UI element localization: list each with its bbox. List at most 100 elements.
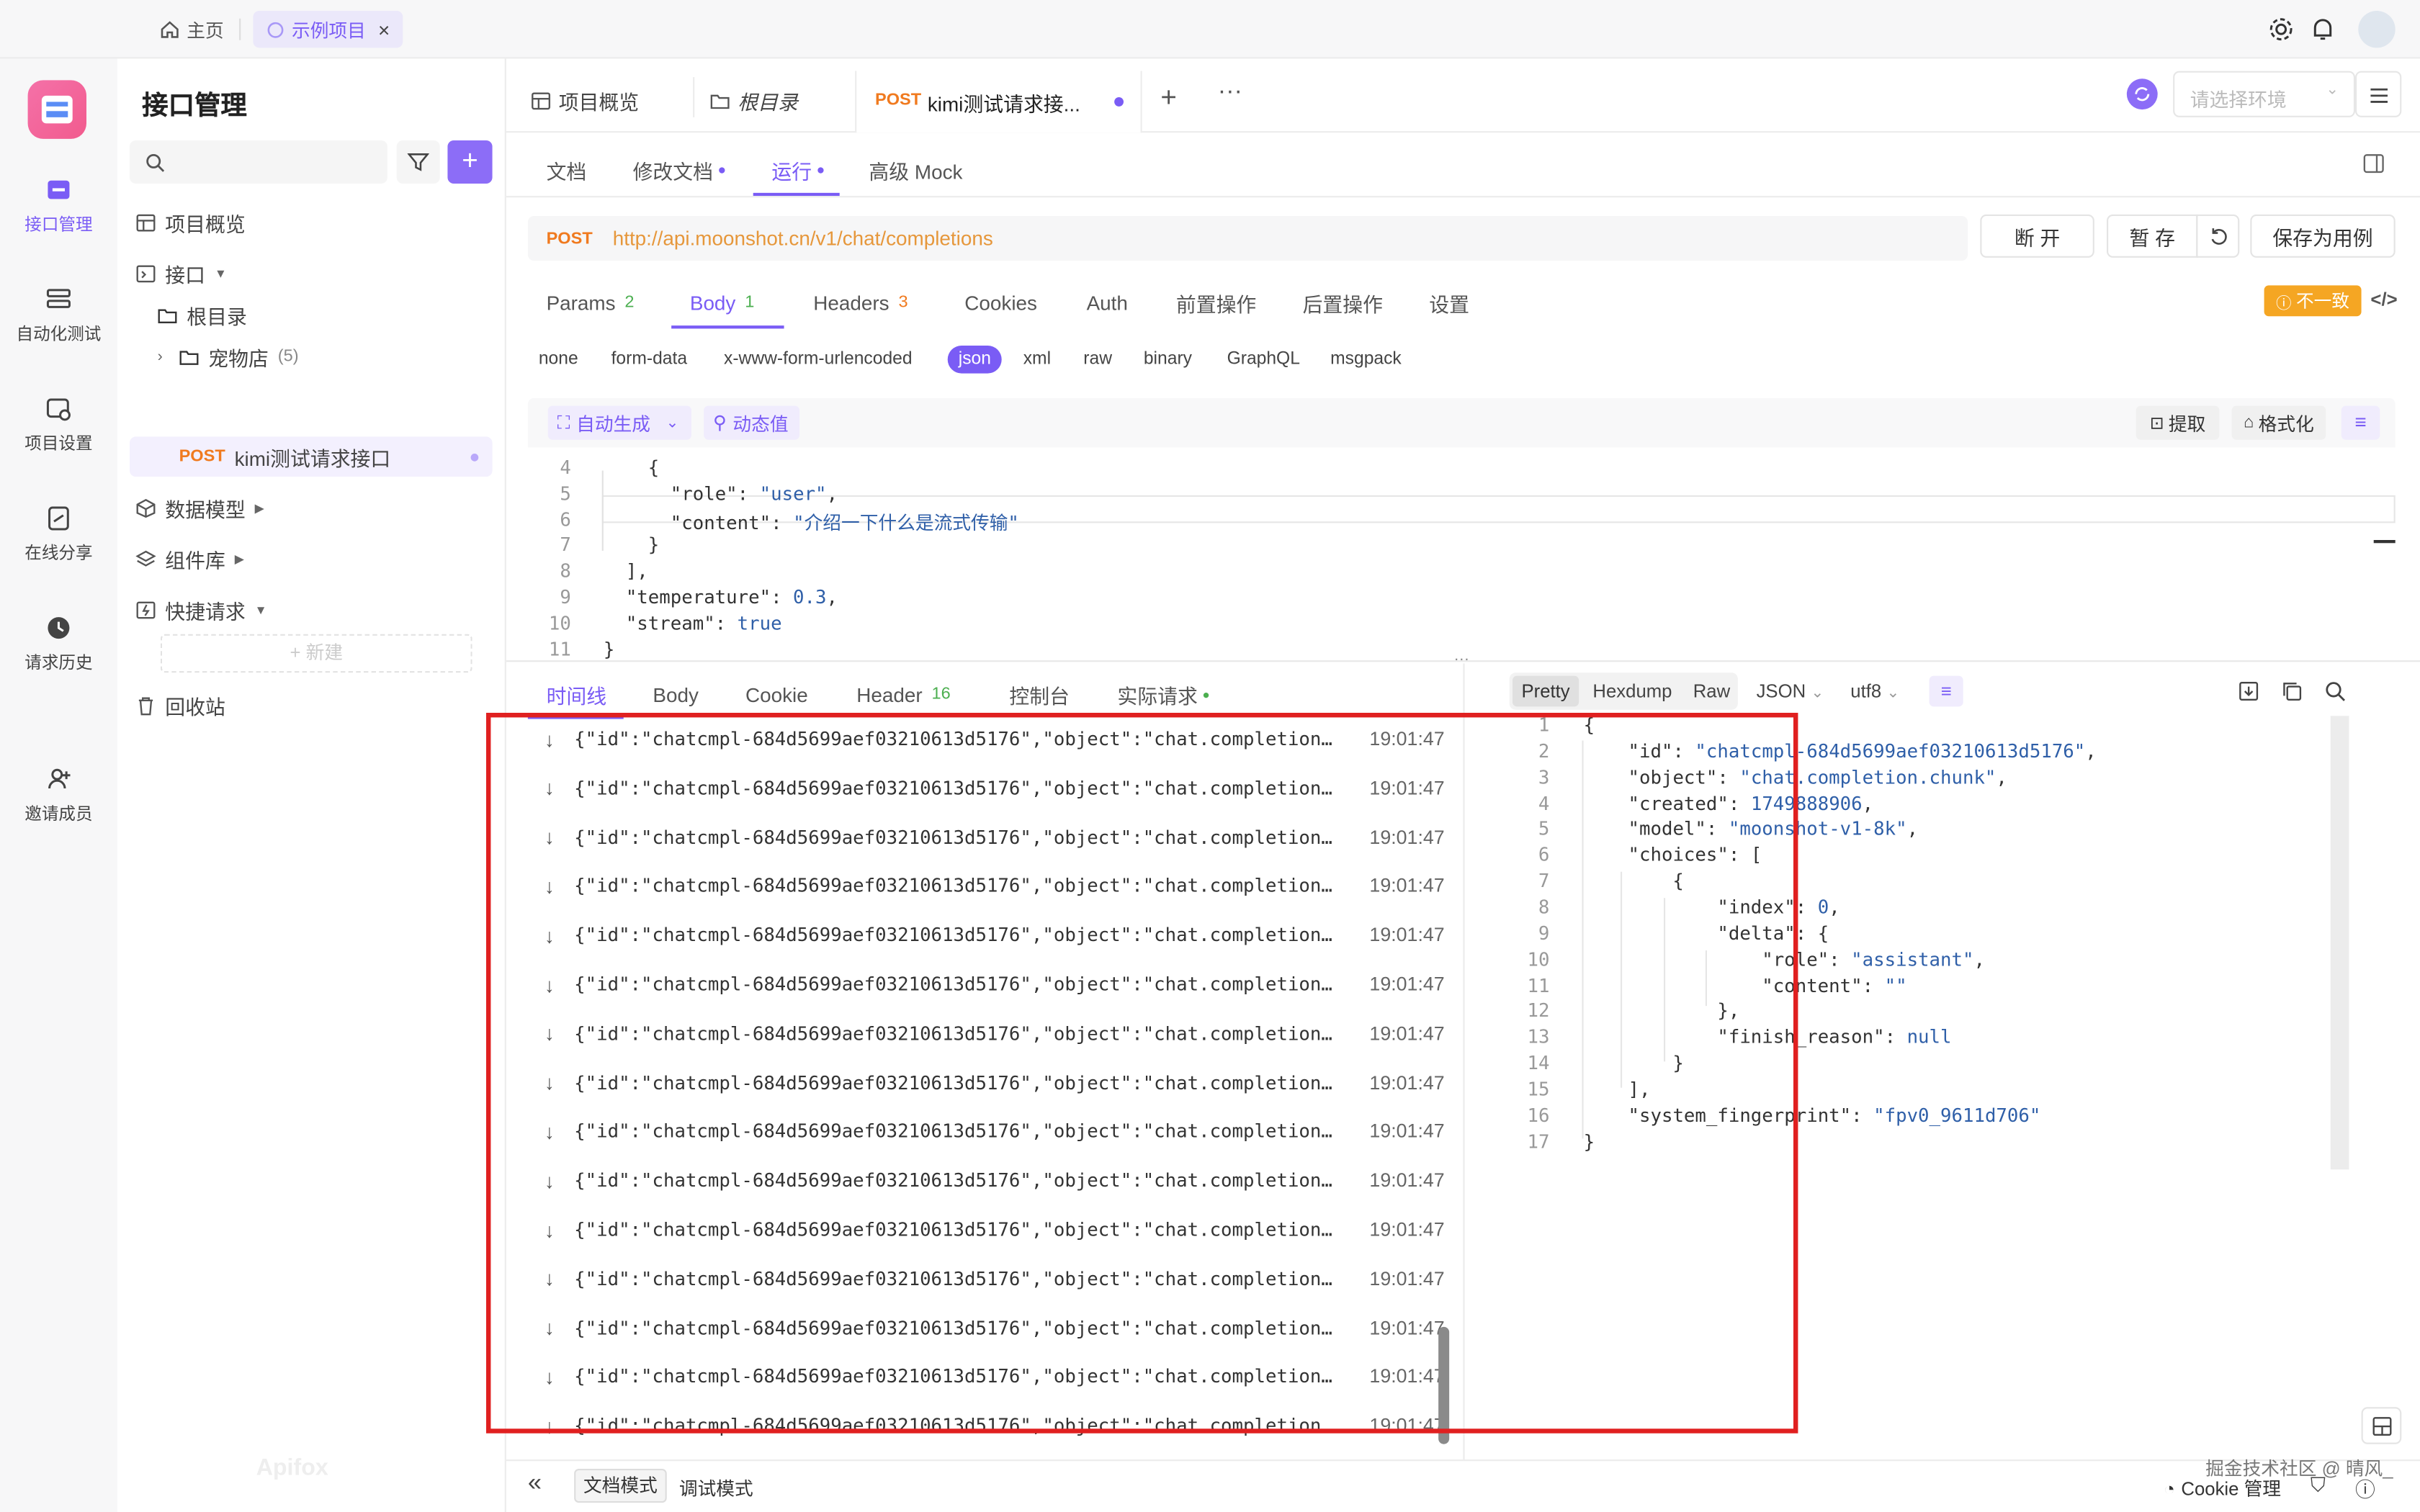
- reset-button[interactable]: [2196, 214, 2240, 258]
- event-row[interactable]: ↓{"id":"chatcmpl-684d5699aef03210613d517…: [525, 1009, 1445, 1058]
- collapse-button[interactable]: «: [527, 1470, 542, 1497]
- resp-tab-cookie[interactable]: Cookie: [745, 683, 808, 706]
- close-icon[interactable]: ×: [378, 17, 390, 41]
- save-draft-button[interactable]: 暂 存: [2107, 214, 2198, 258]
- disconnect-button[interactable]: 断 开: [1980, 214, 2094, 258]
- view-mode-pretty[interactable]: Pretty: [1512, 675, 1579, 707]
- panel-toggle-icon[interactable]: [2363, 153, 2385, 174]
- body-type-json[interactable]: json: [947, 346, 1002, 374]
- method-select[interactable]: POST: [546, 230, 593, 248]
- json-scrollbar[interactable]: [2330, 716, 2349, 1170]
- body-type-graphql[interactable]: GraphQL: [1227, 350, 1300, 369]
- cookie-management-button[interactable]: ◔Cookie 管理: [2164, 1475, 2281, 1501]
- req-tab-auth[interactable]: Auth: [1086, 290, 1128, 315]
- panel-splitter[interactable]: [506, 660, 2420, 662]
- wrap-toggle[interactable]: ≡: [1929, 675, 1963, 707]
- sidebar-item-root[interactable]: 根目录: [158, 298, 247, 332]
- help-icon[interactable]: ⓘ: [2355, 1477, 2375, 1501]
- body-type-binary[interactable]: binary: [1143, 350, 1192, 369]
- rail-item-share[interactable]: 在线分享: [0, 505, 117, 565]
- env-sync-button[interactable]: [2126, 78, 2158, 110]
- editor-tab-root[interactable]: 根目录: [710, 86, 798, 116]
- more-tabs-button[interactable]: ···: [1218, 78, 1242, 107]
- body-type-raw[interactable]: raw: [1083, 350, 1112, 369]
- auto-generate-button[interactable]: ⛶自动生成⌄: [547, 405, 691, 440]
- format-select[interactable]: JSON ⌄: [1757, 680, 1824, 702]
- format-button[interactable]: ⌂格式化: [2231, 405, 2326, 440]
- event-row[interactable]: ↓{"id":"chatcmpl-684d5699aef03210613d517…: [525, 812, 1445, 862]
- sidebar-item-overview[interactable]: 项目概览: [136, 205, 246, 239]
- view-mode-hexdump[interactable]: Hexdump: [1592, 680, 1672, 702]
- save-case-button[interactable]: 保存为用例: [2250, 214, 2396, 258]
- doc-mode-button[interactable]: 文档模式: [574, 1468, 667, 1503]
- resp-tab-actual[interactable]: 实际请求●: [1117, 672, 1209, 716]
- event-row[interactable]: ↓{"id":"chatcmpl-684d5699aef03210613d517…: [525, 1254, 1445, 1304]
- event-list-scrollbar[interactable]: [1438, 1326, 1450, 1444]
- body-type-urlencoded[interactable]: x-www-form-urlencoded: [723, 350, 913, 369]
- doc-tab-edit[interactable]: 修改文档●: [633, 148, 727, 192]
- encoding-select[interactable]: utf8 ⌄: [1850, 680, 1899, 702]
- avatar[interactable]: [2358, 11, 2396, 48]
- sidebar-item-components[interactable]: 组件库 ▶: [135, 541, 244, 575]
- event-row[interactable]: ↓{"id":"chatcmpl-684d5699aef03210613d517…: [525, 1107, 1445, 1156]
- doc-tab-doc[interactable]: 文档: [546, 159, 587, 183]
- rail-item-history[interactable]: 请求历史: [0, 614, 117, 675]
- filter-button[interactable]: [396, 140, 440, 184]
- copy-icon[interactable]: [2281, 680, 2303, 702]
- new-quick-request-button[interactable]: + 新建: [160, 634, 472, 673]
- event-row[interactable]: ↓{"id":"chatcmpl-684d5699aef03210613d517…: [525, 960, 1445, 1009]
- event-row[interactable]: ↓{"id":"chatcmpl-684d5699aef03210613d517…: [525, 1303, 1445, 1353]
- resp-tab-timeline[interactable]: 时间线: [546, 684, 607, 708]
- dynamic-value-button[interactable]: ⚲动态值: [704, 405, 799, 440]
- rail-item-automation[interactable]: 自动化测试: [0, 285, 117, 346]
- tab-project[interactable]: 示例项目 ×: [253, 11, 403, 48]
- download-icon[interactable]: [2238, 680, 2259, 702]
- req-tab-settings[interactable]: 设置: [1429, 292, 1470, 316]
- search-icon[interactable]: [2324, 680, 2346, 702]
- body-type-xml[interactable]: xml: [1023, 350, 1052, 369]
- req-tab-cookies[interactable]: Cookies: [964, 290, 1037, 315]
- code-view-icon[interactable]: </>: [2370, 288, 2398, 310]
- resp-tab-body[interactable]: Body: [653, 683, 699, 706]
- sidebar-item-api[interactable]: 接口 ▼: [136, 256, 227, 290]
- editor-tab-overview[interactable]: 项目概览: [531, 86, 639, 116]
- rail-item-api[interactable]: 接口管理: [0, 176, 117, 236]
- drag-handle-icon[interactable]: ···: [1453, 651, 1469, 668]
- doc-tab-run[interactable]: 运行●: [771, 148, 825, 192]
- wrap-toggle[interactable]: ≡: [2341, 405, 2380, 440]
- body-type-msgpack[interactable]: msgpack: [1330, 350, 1402, 369]
- gear-icon[interactable]: [2267, 15, 2295, 43]
- shirt-icon[interactable]: ⛉: [2310, 1473, 2326, 1497]
- resp-tab-console[interactable]: 控制台: [1009, 684, 1070, 708]
- editor-tab-active[interactable]: POST kimi测试请求接...: [855, 71, 1142, 133]
- req-tab-pre[interactable]: 前置操作: [1175, 292, 1257, 316]
- layout-toggle-button[interactable]: [2361, 1407, 2402, 1444]
- env-select[interactable]: 请选择环境 ⌄: [2173, 71, 2355, 117]
- sidebar-item-quick[interactable]: 快捷请求 ▼: [136, 593, 267, 626]
- sidebar-item-trash[interactable]: 回收站: [136, 688, 225, 722]
- view-mode-raw[interactable]: Raw: [1693, 680, 1731, 702]
- env-menu-button[interactable]: [2355, 71, 2402, 117]
- event-row[interactable]: ↓{"id":"chatcmpl-684d5699aef03210613d517…: [525, 1352, 1445, 1402]
- rail-item-invite[interactable]: 邀请成员: [0, 765, 117, 826]
- add-button[interactable]: +: [447, 140, 493, 184]
- event-row[interactable]: ↓{"id":"chatcmpl-684d5699aef03210613d517…: [525, 1156, 1445, 1205]
- sidebar-item-models[interactable]: 数据模型 ▶: [136, 490, 264, 524]
- event-row[interactable]: ↓{"id":"chatcmpl-684d5699aef03210613d517…: [525, 862, 1445, 912]
- doc-tab-mock[interactable]: 高级 Mock: [869, 159, 963, 183]
- body-type-none[interactable]: none: [538, 350, 578, 369]
- req-tab-post[interactable]: 后置操作: [1302, 292, 1384, 316]
- event-row[interactable]: ↓{"id":"chatcmpl-684d5699aef03210613d517…: [525, 763, 1445, 813]
- extract-button[interactable]: ⊡提取: [2136, 405, 2220, 440]
- search-input[interactable]: [130, 140, 387, 184]
- sidebar-item-petstore[interactable]: › 宠物店 (5): [158, 339, 299, 373]
- event-row[interactable]: ↓{"id":"chatcmpl-684d5699aef03210613d517…: [525, 1058, 1445, 1107]
- debug-mode-button[interactable]: 调试模式: [678, 1477, 753, 1500]
- url-bar[interactable]: POST http://api.moonshot.cn/v1/chat/comp…: [527, 216, 1968, 261]
- add-tab-button[interactable]: +: [1160, 82, 1177, 114]
